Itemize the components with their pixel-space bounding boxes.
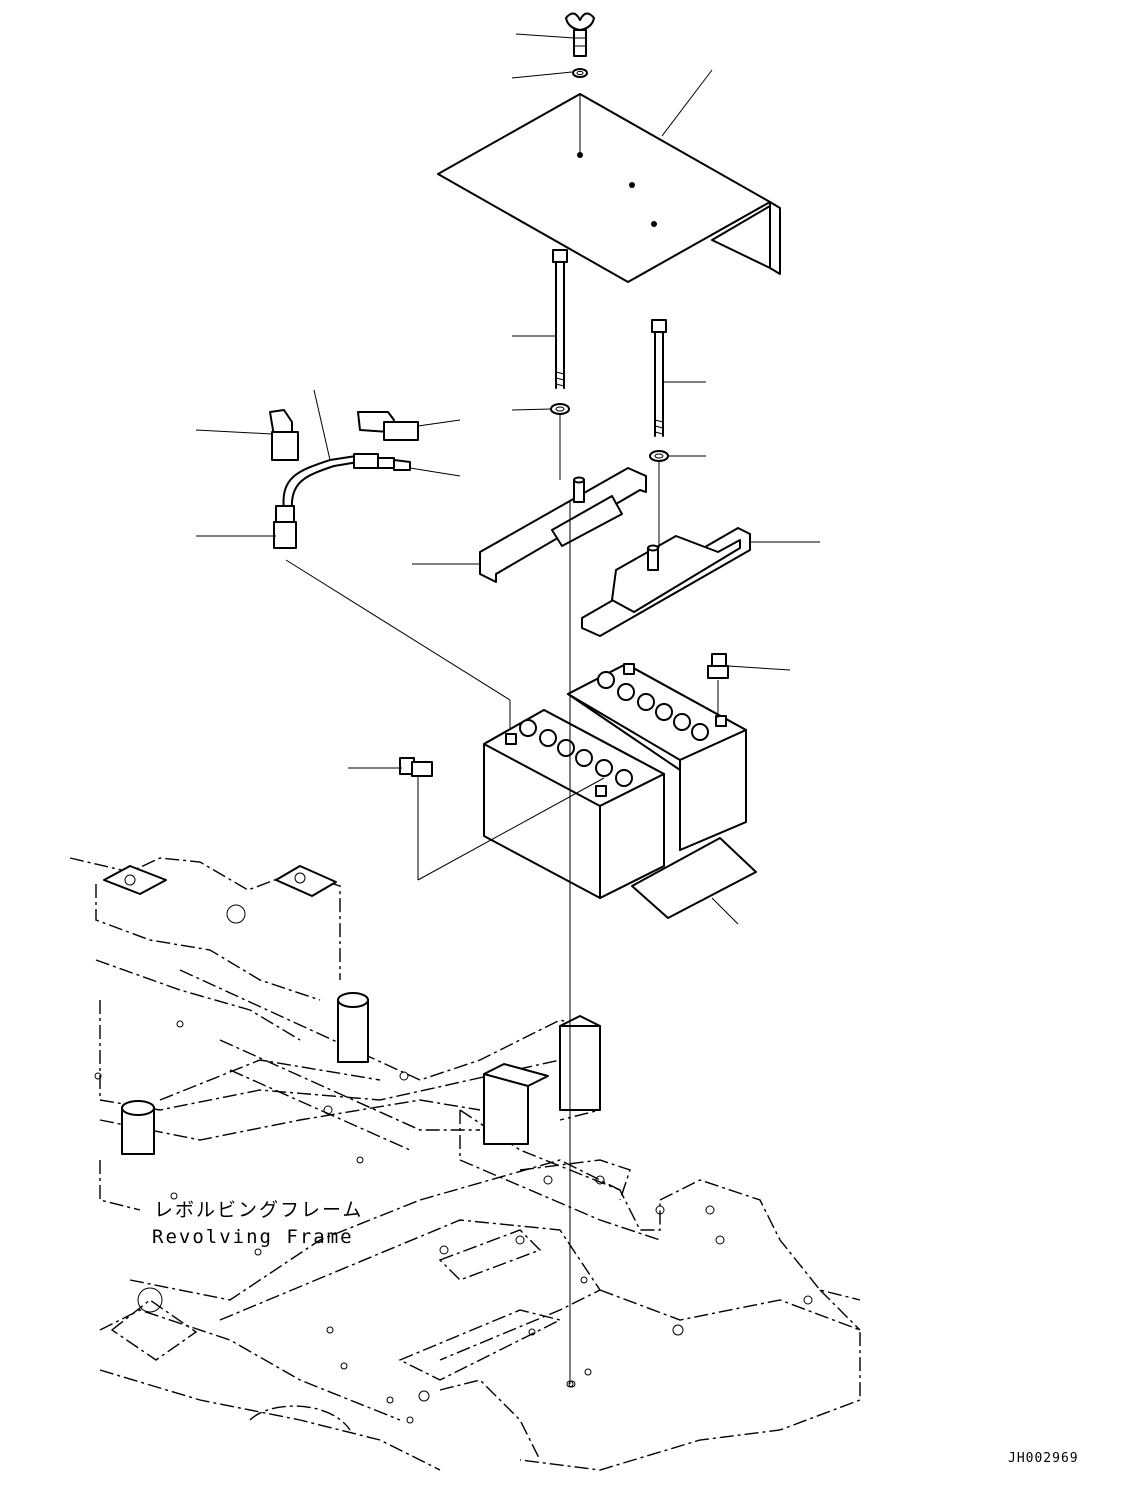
battery-mat [631, 837, 757, 919]
battery-rear-caps [597, 671, 709, 741]
battery-cover [437, 93, 781, 283]
washer-left [550, 403, 570, 415]
terminal-cap-left [269, 409, 299, 461]
battery-clamp-right [581, 527, 751, 637]
battery-rear [567, 663, 747, 851]
leader-lines [195, 33, 820, 925]
frame-label-jp: レボルビングフレーム [154, 1199, 363, 1221]
wing-bolt [565, 12, 595, 57]
long-bolt-left [552, 249, 568, 389]
assembly-guide-lines [285, 94, 719, 1388]
battery-cable [273, 453, 411, 549]
long-bolt-right [651, 319, 667, 437]
battery-front [483, 709, 665, 899]
battery-clamp-left [479, 467, 647, 583]
battery-front-caps [519, 719, 633, 787]
revolving-frame [69, 857, 861, 1471]
terminal-clamp-right [707, 653, 729, 679]
terminal-cap-right [357, 411, 419, 441]
washer-top [572, 68, 588, 78]
washer-right [649, 450, 669, 462]
drawing-code: JH002969 [1008, 1451, 1079, 1466]
frame-label-en: Revolving Frame [152, 1226, 354, 1248]
terminal-clamp-left [399, 757, 433, 777]
